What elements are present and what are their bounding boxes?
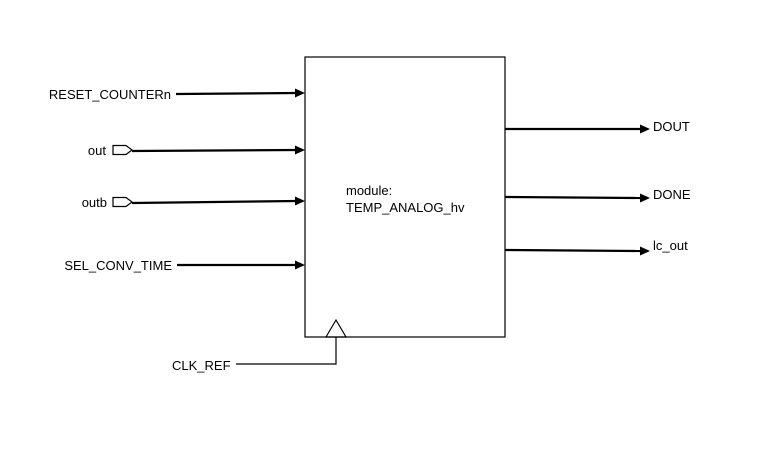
input-wire	[175, 91, 298, 96]
input-signal-out: out	[88, 143, 305, 158]
input-label-outb: outb	[82, 195, 107, 210]
output-signal-dout: DOUT	[505, 119, 690, 134]
arrowhead-icon	[295, 260, 305, 270]
module-keyword-label: module:	[346, 183, 392, 198]
input-signal-outb: outb	[82, 195, 305, 210]
output-label-lc-out: lc_out	[653, 238, 688, 253]
clock-input-signal: CLK_REF	[172, 318, 348, 373]
input-wire	[131, 148, 298, 153]
module-block	[304, 56, 506, 338]
output-wire	[504, 248, 642, 253]
output-signal-lc-out: lc_out	[504, 238, 688, 256]
arrowhead-icon	[295, 145, 305, 155]
clock-wire	[236, 337, 337, 365]
arrowhead-icon	[640, 246, 650, 256]
arrowhead-icon	[295, 88, 305, 98]
input-label-out: out	[88, 143, 106, 158]
clock-label: CLK_REF	[172, 358, 231, 373]
input-pad-icon	[112, 196, 133, 208]
output-label-dout: DOUT	[653, 119, 690, 134]
arrowhead-icon	[640, 193, 650, 203]
input-signal-reset-counter: RESET_COUNTERn	[49, 87, 305, 102]
output-signal-done: DONE	[504, 187, 691, 203]
input-wire	[131, 199, 298, 205]
input-signal-sel-conv-time: SEL_CONV_TIME	[64, 258, 305, 273]
output-label-done: DONE	[653, 187, 691, 202]
input-pad-icon	[112, 144, 133, 156]
input-label-reset-counter: RESET_COUNTERn	[49, 87, 171, 102]
output-wire	[504, 195, 642, 200]
arrowhead-icon	[640, 124, 650, 134]
module-name-label: TEMP_ANALOG_hv	[346, 200, 465, 215]
input-label-sel-conv-time: SEL_CONV_TIME	[64, 258, 172, 273]
arrowhead-icon	[295, 196, 305, 206]
